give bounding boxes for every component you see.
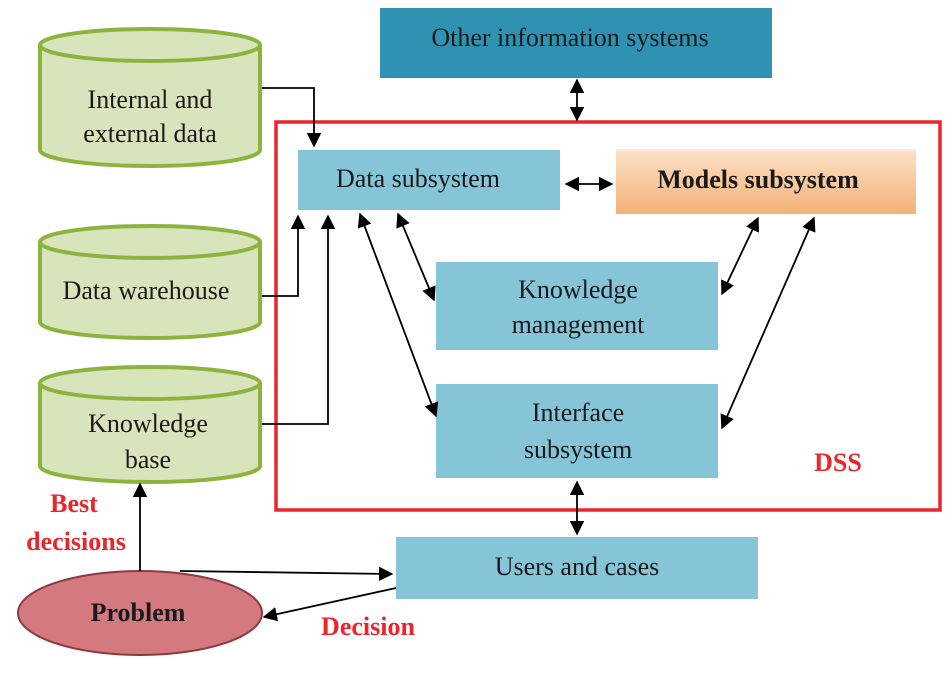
data-subsystem-label: Data subsystem: [336, 164, 500, 193]
best-decisions-label-line1: Best: [50, 489, 98, 518]
arrow-warehouse-to-data-subsystem: [262, 214, 306, 297]
knowledge-base-cylinder: Knowledge base: [38, 365, 262, 484]
arrow-problem-to-users: [179, 566, 394, 582]
other-information-systems-label: Other information systems: [431, 23, 708, 52]
knowledge-base-label-line1: Knowledge: [88, 409, 208, 438]
models-subsystem-box: Models subsystem: [616, 149, 916, 214]
knowledge-management-box: Knowledge management: [436, 262, 718, 350]
data-warehouse-label: Data warehouse: [63, 276, 230, 305]
problem-ellipse: Problem: [17, 570, 263, 656]
interface-subsystem-box: Interface subsystem: [436, 384, 718, 478]
arrow-data-interface: [357, 212, 439, 418]
knowledge-management-label-line1: Knowledge: [518, 275, 638, 304]
dss-boundary: [274, 120, 942, 512]
internal-external-data-cylinder: Internal and external data: [38, 27, 262, 168]
users-and-cases-box: Users and cases: [396, 537, 758, 599]
dss-label: DSS: [814, 448, 862, 477]
users-and-cases-label: Users and cases: [495, 552, 660, 581]
problem-label: Problem: [91, 598, 186, 627]
arrow-users-to-problem: [262, 587, 397, 622]
best-decisions-label-line2: decisions: [26, 527, 126, 556]
arrow-internal-data-to-data-subsystem: [262, 87, 322, 148]
interface-subsystem-label-line1: Interface: [532, 398, 624, 427]
knowledge-base-label-line2: base: [125, 445, 171, 474]
connectors: [132, 78, 816, 622]
decision-label: Decision: [321, 612, 415, 641]
interface-subsystem-label-line2: subsystem: [524, 435, 632, 464]
arrow-models-interface: [720, 216, 816, 430]
internal-external-label-line1: Internal and: [88, 85, 213, 114]
models-subsystem-label: Models subsystem: [657, 165, 859, 194]
data-warehouse-cylinder: Data warehouse: [38, 224, 262, 340]
other-information-systems-box: Other information systems: [380, 8, 772, 78]
arrow-data-knowledge-mgmt: [396, 212, 436, 302]
knowledge-management-label-line2: management: [512, 310, 646, 339]
data-subsystem-box: Data subsystem: [298, 150, 560, 210]
arrow-knowledge-base-to-data-subsystem: [262, 214, 336, 425]
internal-external-label-line2: external data: [83, 119, 217, 148]
arrow-models-knowledge-mgmt: [721, 216, 759, 296]
